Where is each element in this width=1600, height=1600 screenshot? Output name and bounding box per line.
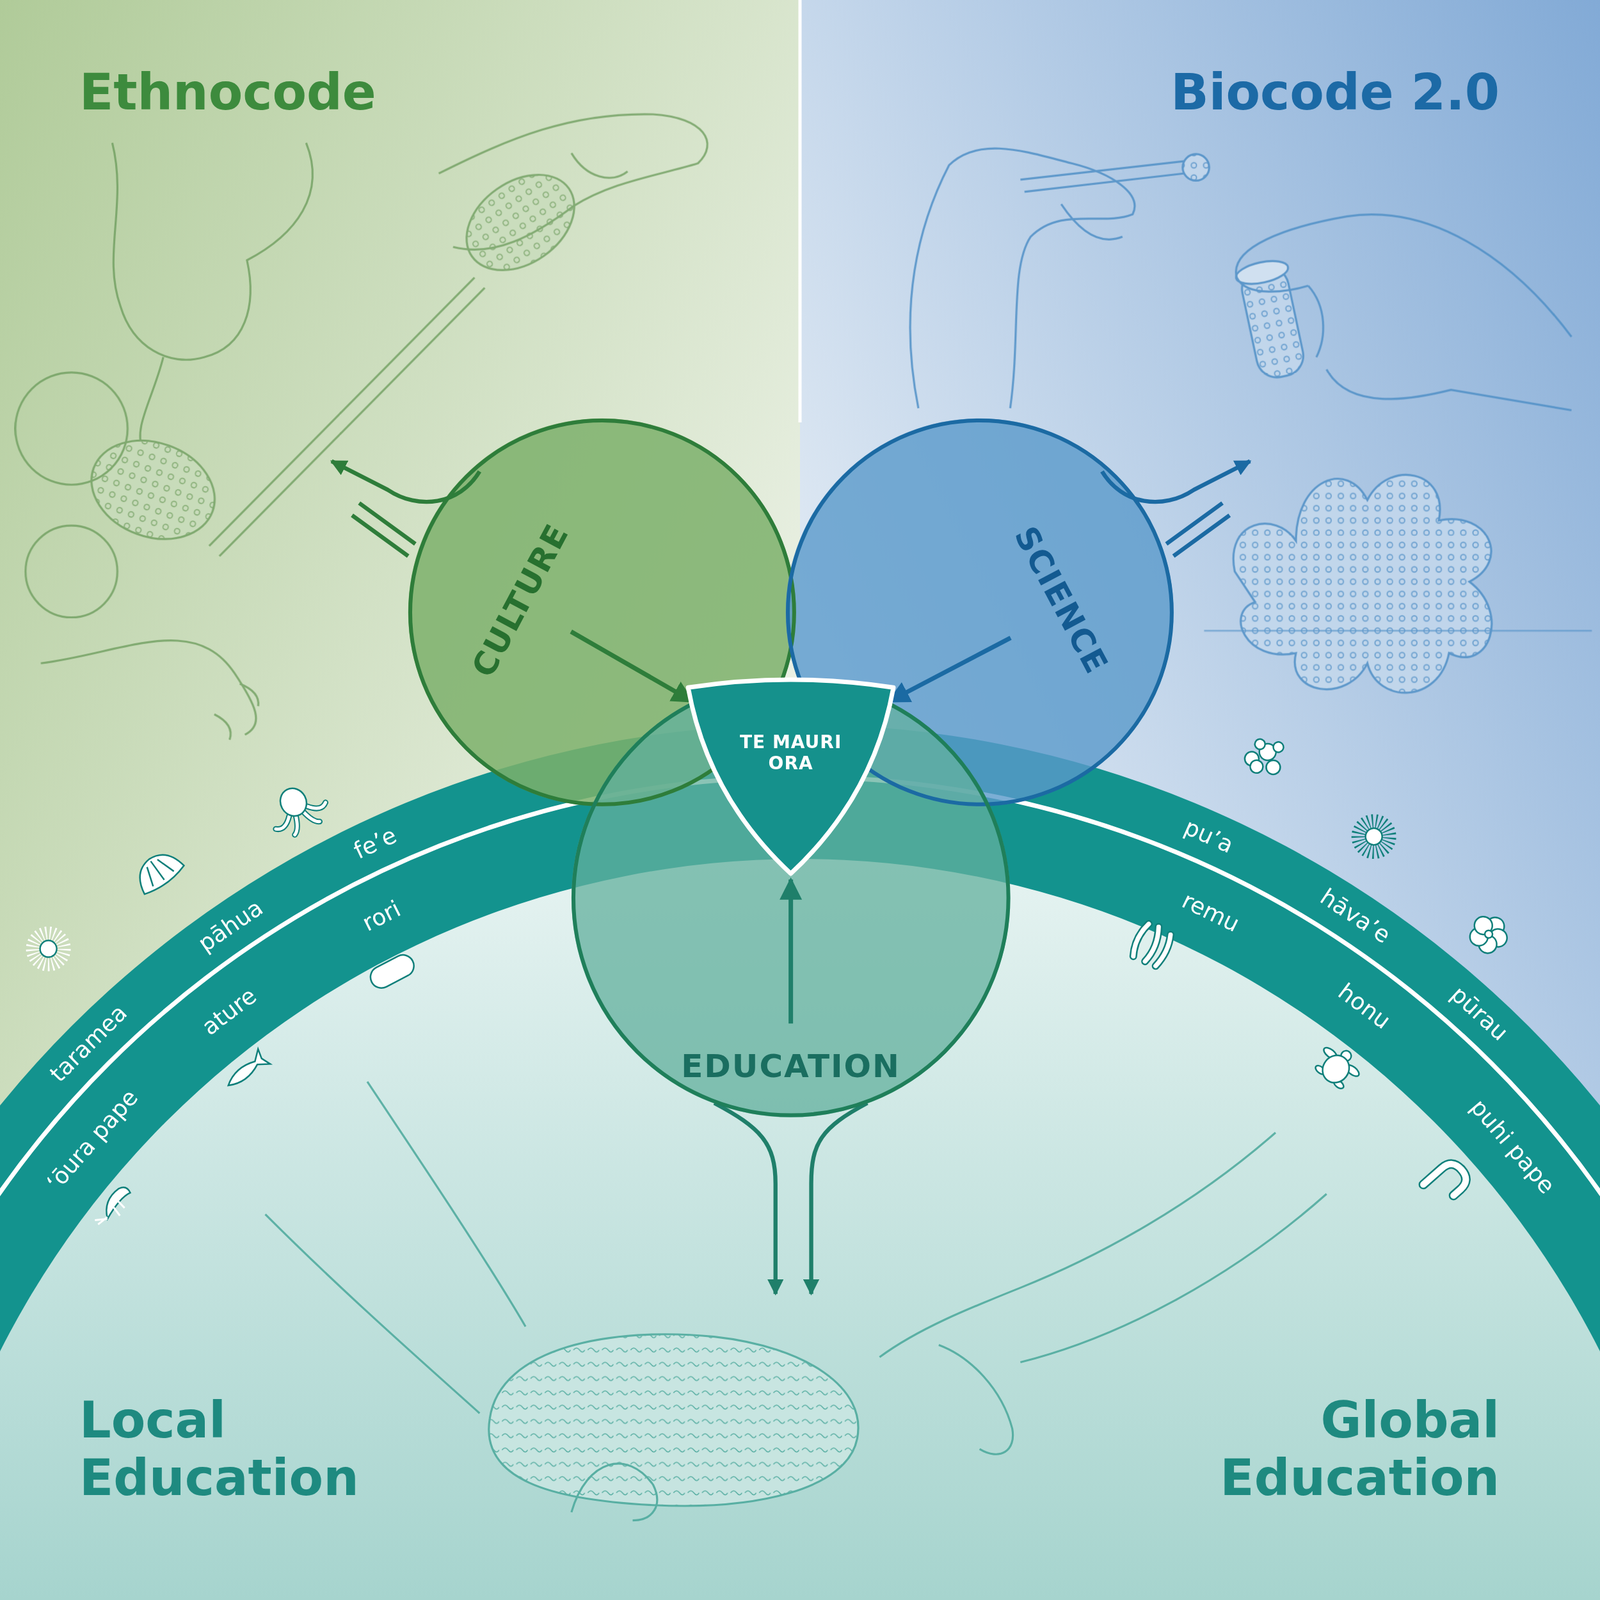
- illustration-part: [1308, 285, 1323, 358]
- shrimp-icon: [92, 1184, 137, 1232]
- clam-icon: [129, 844, 187, 898]
- illustration-part: [140, 357, 164, 449]
- illustration-part: [1130, 920, 1174, 968]
- illustration-part: [1233, 474, 1492, 693]
- illustration-part: [1235, 214, 1572, 337]
- species-name: rori: [358, 895, 406, 937]
- illustration-part: [265, 1214, 480, 1414]
- illustration-part: [488, 1334, 859, 1506]
- octopus-icon: [261, 776, 333, 841]
- species-name: honu: [1333, 977, 1396, 1034]
- eel-icon: [1423, 1159, 1471, 1206]
- illustration-part: [1020, 1193, 1327, 1362]
- illustration-part: [571, 152, 628, 178]
- sea-cucumber-icon: [366, 951, 418, 992]
- illustration-part: [331, 461, 480, 502]
- illustration-part: [1166, 503, 1230, 557]
- illustration-part: [1362, 824, 1386, 848]
- illustration-part: [352, 503, 416, 557]
- illustration-part: [1483, 928, 1495, 940]
- illustration-part: [448, 154, 593, 290]
- species-name: remu: [1178, 887, 1245, 937]
- illustration-part: [25, 525, 118, 617]
- illustration-part: [275, 784, 312, 822]
- node-label: SCIENCE: [1006, 520, 1116, 681]
- coral-icon: [1240, 731, 1291, 783]
- illustration-part: [1326, 369, 1572, 411]
- flower-icon: [1463, 907, 1515, 960]
- illustration-part: [214, 683, 259, 740]
- illustration-part: [714, 1103, 776, 1295]
- shield-outline: [688, 679, 894, 874]
- illustration-part: [1352, 815, 1396, 858]
- illustration-part: [98, 1184, 132, 1220]
- illustration-part: [811, 1103, 868, 1295]
- connector-arrow: [888, 638, 1011, 702]
- illustration-part: [1024, 173, 1184, 192]
- species-name: ature: [197, 982, 262, 1040]
- illustration-part: [222, 1048, 271, 1094]
- shield-outline: [681, 681, 900, 880]
- illustration-part: [1423, 1159, 1471, 1206]
- seaweed-icon: [1130, 920, 1174, 968]
- illustration-part: [1248, 758, 1266, 776]
- center-shield: TE MAURI ORA: [681, 681, 900, 880]
- species-name: pūrau: [1445, 980, 1513, 1046]
- fish-icon: [222, 1048, 271, 1094]
- species-name: pāhua: [193, 894, 268, 958]
- species-name: hāva’e: [1315, 883, 1396, 948]
- connector-arrow: [570, 631, 693, 702]
- illustration-part: [140, 853, 175, 888]
- illustration-part: [367, 1081, 526, 1327]
- drawing: [15, 113, 1592, 1520]
- circle-outline: [573, 680, 1009, 1116]
- illustration-part: [938, 1344, 1014, 1455]
- illustration-part: [1130, 920, 1174, 968]
- illustration-part: [1271, 740, 1286, 754]
- section-title: Local Education: [79, 1392, 381, 1507]
- node-label: CULTURE: [464, 517, 578, 685]
- illustration-part: [112, 142, 313, 360]
- section-title: Biocode 2.0: [1170, 64, 1500, 122]
- species-name: puhi pape: [1465, 1093, 1561, 1199]
- illustration-part: [15, 372, 128, 485]
- venn-fills: [408, 418, 1174, 1118]
- illustration-part: [1423, 1159, 1471, 1206]
- section-title: Global Education: [1198, 1392, 1500, 1507]
- section-title: Ethnocode: [79, 64, 377, 122]
- species-name: ‘ōura pape: [41, 1084, 144, 1196]
- illustration-part: [439, 113, 708, 250]
- illustration-part: [26, 927, 71, 971]
- illustration-part: [1203, 629, 1592, 632]
- illustration-part: [879, 1132, 1276, 1358]
- urchin-icon: [1352, 815, 1396, 858]
- illustration-part: [209, 277, 475, 546]
- illustration-part: [1102, 461, 1250, 502]
- illustration-part: [1182, 154, 1209, 181]
- illustration-part: [1264, 757, 1283, 777]
- node-label: EDUCATION: [680, 1047, 901, 1086]
- illustration-part: [366, 951, 418, 992]
- node-label: TE MAURI ORA: [727, 731, 856, 775]
- illustration-part: [1317, 1050, 1355, 1088]
- species-name: taramea: [44, 999, 133, 1088]
- species-name: fe’e: [349, 821, 400, 864]
- illustration-part: [94, 1197, 127, 1232]
- species-name: pu’a: [1180, 813, 1238, 859]
- illustration-part: [571, 678, 1011, 1118]
- illustration-part: [1253, 737, 1267, 751]
- illustration-part: [910, 148, 1135, 409]
- illustration-part: [571, 1463, 658, 1521]
- turtle-icon: [1310, 1038, 1367, 1094]
- illustration-part: [1061, 204, 1123, 240]
- urchin-icon: [26, 927, 71, 971]
- illustration-part: [129, 844, 187, 898]
- illustration-part: [36, 936, 61, 961]
- education-hands: [265, 1081, 1327, 1521]
- illustration-part: [798, 0, 802, 423]
- illustration-part: [1233, 256, 1311, 382]
- connector-arrow: [788, 879, 793, 1024]
